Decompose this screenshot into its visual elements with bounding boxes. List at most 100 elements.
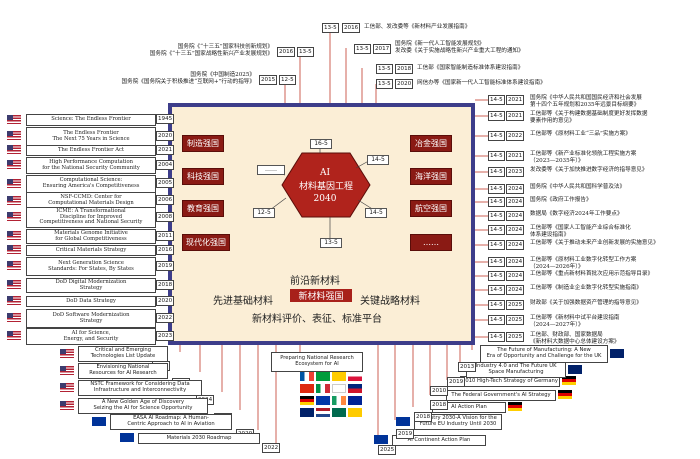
us-policy-line: ICME: A Transformational <box>56 208 126 215</box>
us-flag-icon <box>7 131 21 140</box>
us-policy-year: 2005 <box>156 178 175 188</box>
right-policy-text: （2023—2035年）》 <box>530 157 584 164</box>
flag-icon <box>348 396 362 405</box>
eu-flag-icon <box>92 416 106 426</box>
right-policy-text: 国务院《政府工作报告》 <box>530 197 592 203</box>
right-policy-text: 第十四个五年规划和2035年远景目标纲要》 <box>530 101 640 108</box>
flag-icon <box>348 408 362 417</box>
us-flag-icon <box>7 296 21 305</box>
intl-policy-year: 2013 <box>458 362 477 372</box>
intl-policy-line: 2010 High-Tech Strategy of Germany <box>462 377 558 384</box>
goal-education: 教育强国 <box>182 200 224 217</box>
us-policy-line: DoD Data Strategy <box>66 297 116 304</box>
intl-policy-year: 2025 <box>378 445 397 455</box>
intl-policy-line: Ecosystem for AI <box>295 361 339 367</box>
flag-icon <box>316 396 330 405</box>
plan-16-5: 16-5 <box>310 139 332 149</box>
flag-icon <box>348 384 362 393</box>
flag-icon <box>300 372 314 381</box>
flag-icon <box>300 396 314 405</box>
us-flag-icon <box>7 178 21 188</box>
right-plan: 14-5 <box>488 225 505 235</box>
plan-14-5-upper: 14-5 <box>367 155 389 165</box>
right-year: 2025 <box>506 332 525 342</box>
intl-policy-year: 2022 <box>262 443 281 453</box>
hex-ai: AI <box>319 168 331 178</box>
us-policy-box: AI for Science,Energy, and Security <box>26 328 156 345</box>
right-policy-text: 财政部《关于加强数据资产管理的指导意见》 <box>530 300 642 306</box>
us-policy-line: Computational Materials Design <box>48 200 134 206</box>
right-policy-text: （2024—2027年）》 <box>530 321 584 328</box>
flag-icon <box>332 408 346 417</box>
right-year: 2025 <box>506 315 525 325</box>
de-flag-icon <box>508 402 522 411</box>
uk-flag-icon <box>568 364 582 374</box>
top-policy-4: 网信办等《国家新一代人工智能标准体系建设指南》 <box>417 80 546 86</box>
us-policy-box: Critical Materials Strategy <box>26 245 156 256</box>
us-policy-year: 2019 <box>156 260 175 271</box>
right-plan: 14-5 <box>488 271 505 281</box>
plan-unknown-top: …… <box>257 165 285 175</box>
us-policy-year: 2004 <box>156 159 175 170</box>
flag-icon <box>332 372 346 381</box>
us-policy-line: Standards: For States, By States <box>48 265 134 272</box>
plan-13-5: 13-5 <box>320 238 342 248</box>
right-plan: 14-5 <box>488 167 505 177</box>
topleft-policy-0a: 国务院《“十三五”国家科技创新规划》 <box>177 44 273 50</box>
top-policy-3: 工信部《国家智能制造标准体系建设指南》 <box>417 65 524 71</box>
right-year: 2024 <box>506 240 525 250</box>
us-policy-line: High Performance Computation <box>49 158 133 165</box>
flag-icon <box>316 408 330 417</box>
topleft-year-1: 2015 <box>259 75 278 85</box>
us-policy-line: Discipline for Improved <box>59 213 123 220</box>
right-year: 2021 <box>506 111 525 121</box>
right-year: 2024 <box>506 184 525 194</box>
right-year: 2021 <box>506 95 525 105</box>
us-flag-icon <box>60 365 74 375</box>
us-policy-line: The Next 75 Years in Science <box>52 135 130 142</box>
right-policy-text: 要素作用的意见》 <box>530 117 575 124</box>
eu-flag-icon <box>374 435 388 444</box>
us-policy-year: 2021 <box>156 144 175 155</box>
right-plan: 14-5 <box>488 315 505 325</box>
right-year: 2024 <box>506 257 525 267</box>
us-flag-icon <box>7 261 21 270</box>
top-plan-3: 13-5 <box>376 64 393 74</box>
us-flag-icon <box>7 160 21 169</box>
plan-12-5: 12-5 <box>253 208 275 218</box>
top-year-4: 2020 <box>395 79 414 89</box>
right-plan: 14-5 <box>488 95 505 105</box>
flag-icon <box>332 396 346 405</box>
intl-policy-line: Critical and Emerging <box>94 347 152 354</box>
topleft-policy-1b: 国务院《国务院关于积极推进“互联网+”行动的指导》 <box>121 79 255 85</box>
plan-14-5: 14-5 <box>365 208 387 218</box>
goal-metallurgy: 冶金强国 <box>410 135 452 152</box>
intl-policy-box: EASA AI Roadmap: A Human-Centric Approac… <box>110 414 232 430</box>
us-policy-line: Strategy <box>79 284 103 291</box>
right-plan: 14-5 <box>488 151 505 161</box>
right-plan: 14-5 <box>488 197 505 207</box>
intl-policy-line: EASA AI Roadmap: A Human- <box>133 415 209 422</box>
us-policy-line: Computational Science: <box>59 177 123 184</box>
flag-icon <box>332 384 346 393</box>
top-policy-0: 工信部、发改委等《新材料产业发展指南》 <box>364 24 471 30</box>
us-policy-year: 1945 <box>156 114 175 124</box>
top-year-1: 2017 <box>373 44 392 54</box>
intl-policy-line: Industry 2030-A Vision for the <box>419 415 497 422</box>
intl-policy-line: Resources for AI Research <box>89 370 157 376</box>
right-policy-text: （2024—2026年）》 <box>530 263 584 270</box>
right-year: 2024 <box>506 197 525 207</box>
intl-policy-year: 2019 <box>447 377 466 387</box>
top-policy-2: 发改委《关于实施战略性新兴产业重大工程的通知》 <box>395 48 524 54</box>
us-flag-icon <box>7 195 21 205</box>
right-policy-text: 工信部等《原材料工业“三品”实施方案》 <box>530 131 631 137</box>
intl-policy-line: Preparing National Research <box>280 355 354 362</box>
us-policy-line: Next Generation Science <box>58 259 124 266</box>
